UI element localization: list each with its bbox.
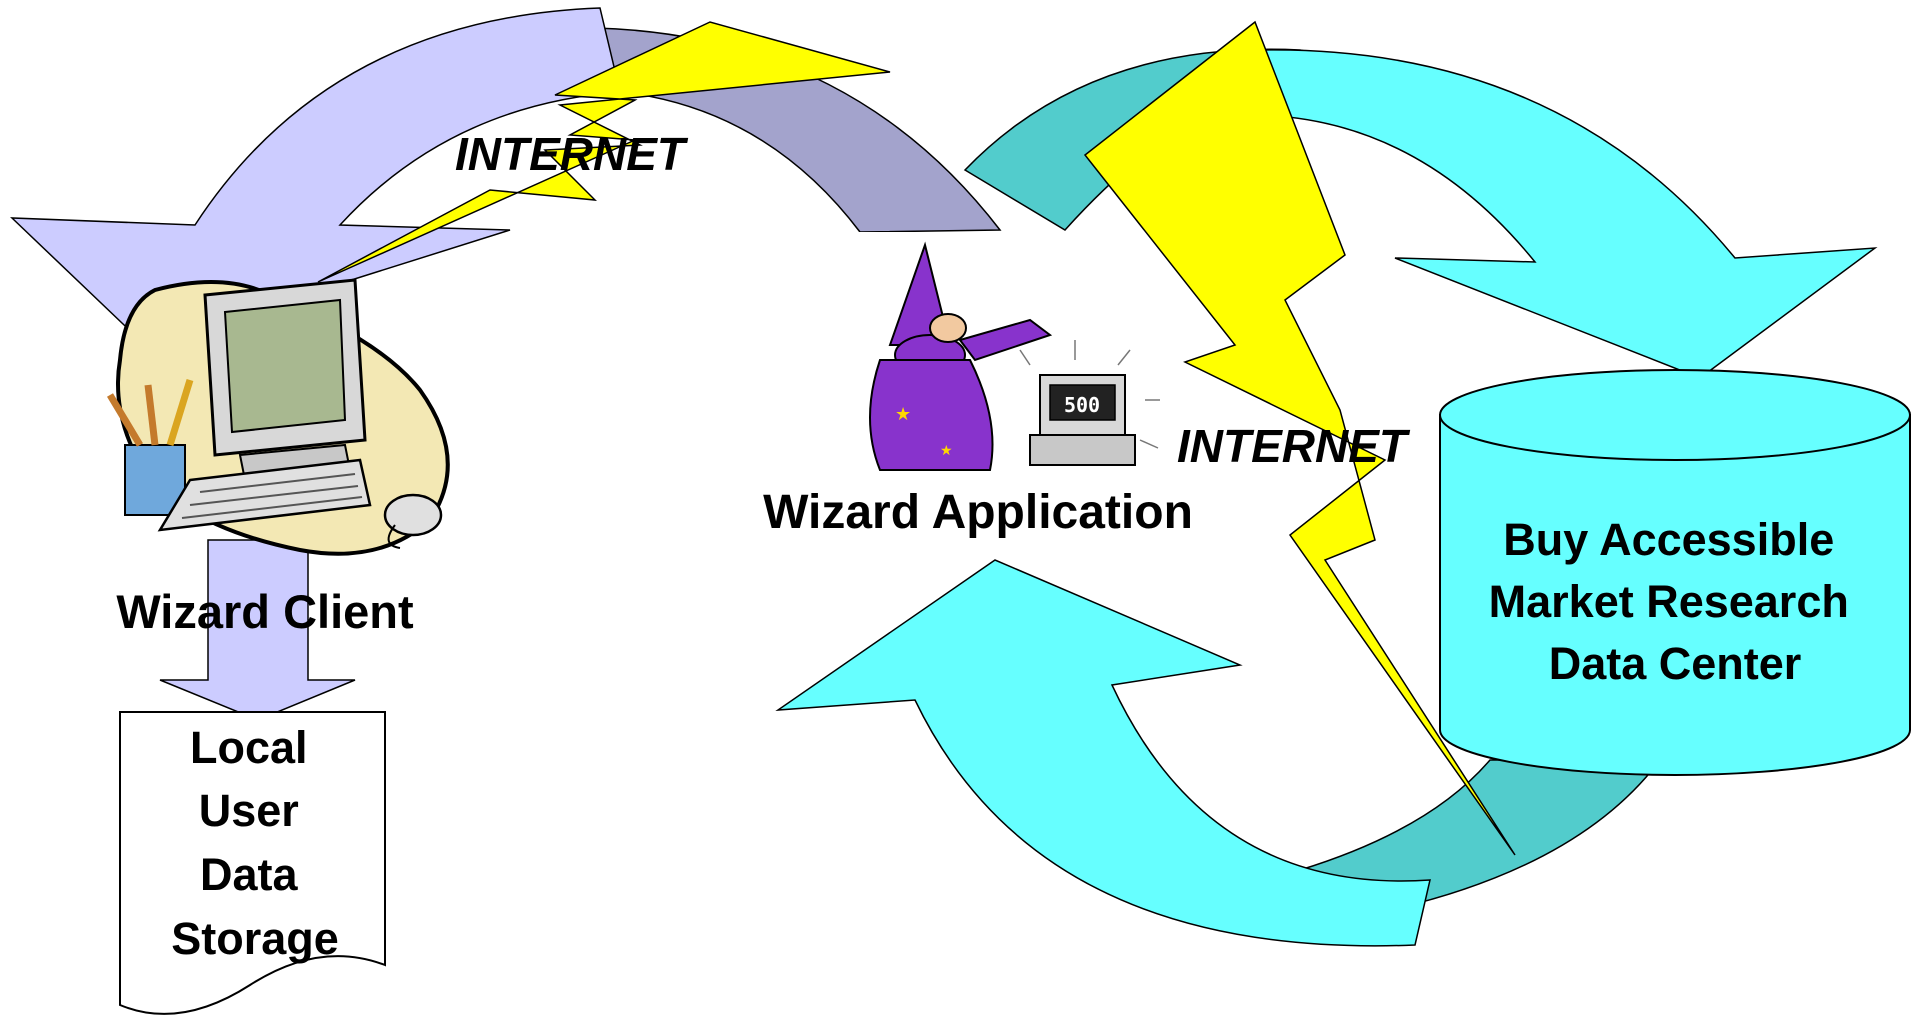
wizard-figure-icon: ★ ★ bbox=[869, 241, 1053, 471]
wizard-with-computer-icon: ★ ★ 500 bbox=[869, 241, 1160, 471]
lightning-bolt-right-icon bbox=[1083, 20, 1516, 856]
down-arrow-to-storage bbox=[159, 539, 356, 721]
data-center-line-1: Buy Accessible bbox=[1503, 514, 1834, 565]
svg-text:★: ★ bbox=[940, 443, 953, 459]
lightning-bolt-left-icon bbox=[317, 21, 891, 283]
wizard-application-label: Wizard Application bbox=[763, 486, 1193, 539]
cylinder-body bbox=[1439, 414, 1911, 776]
computer-workstation-icon bbox=[106, 278, 450, 556]
document-shape bbox=[119, 711, 386, 1015]
right-circular-arrows bbox=[775, 48, 1878, 947]
monitor-icon bbox=[203, 278, 367, 482]
local-storage-line-3: Data bbox=[200, 849, 299, 900]
local-storage-label: Local User Data Storage bbox=[171, 722, 339, 964]
data-center-line-2: Market Research bbox=[1489, 576, 1849, 627]
local-storage-line-1: Local bbox=[190, 722, 308, 773]
data-center-cylinder: Buy Accessible Market Research Data Cent… bbox=[1439, 369, 1911, 776]
wizard-client-label: Wizard Client bbox=[116, 585, 414, 638]
left-arrow-front-band bbox=[10, 7, 621, 346]
local-storage-document: Local User Data Storage bbox=[119, 711, 386, 1015]
odometer-digits: 500 bbox=[1064, 393, 1100, 417]
local-storage-line-4: Storage bbox=[171, 913, 339, 964]
svg-text:★: ★ bbox=[895, 404, 911, 425]
internet-label-left: INTERNET bbox=[455, 128, 689, 180]
local-storage-line-2: User bbox=[199, 785, 299, 836]
keyboard-icon bbox=[157, 458, 372, 532]
right-lower-arrow bbox=[775, 559, 1431, 947]
data-center-label: Buy Accessible Market Research Data Cent… bbox=[1489, 514, 1862, 689]
internet-label-right: INTERNET bbox=[1177, 420, 1411, 472]
cylinder-top bbox=[1439, 369, 1911, 461]
right-upper-arrow bbox=[1259, 49, 1878, 379]
mouse-icon bbox=[383, 493, 443, 549]
odometer-computer-icon: 500 bbox=[1019, 340, 1160, 466]
data-center-line-3: Data Center bbox=[1549, 638, 1802, 689]
